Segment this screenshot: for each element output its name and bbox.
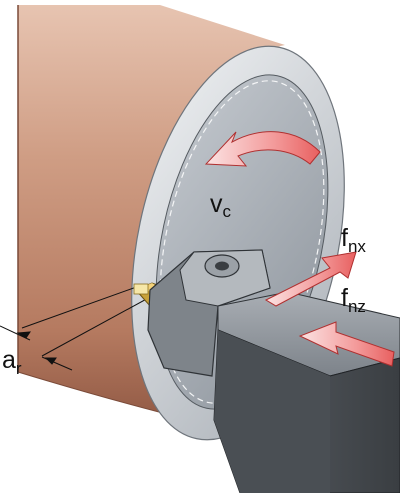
curved-arrow-icon [204, 131, 321, 167]
label-fnz: fnz [341, 284, 366, 316]
label-fnx: fnx [341, 224, 366, 256]
axial-feed-arrow [298, 321, 395, 367]
tool-holder-head [147, 249, 271, 377]
depth-dimension [0, 284, 153, 371]
label-ar: ar [2, 346, 22, 378]
tool-shank [213, 291, 400, 493]
radial-feed-arrow [264, 251, 357, 307]
straight-arrow-icon [264, 251, 357, 307]
label-vc: vc [210, 190, 232, 221]
straight-arrow-icon [298, 321, 395, 367]
torx-screw-icon [204, 254, 240, 278]
cutting-speed-arrow [204, 131, 321, 167]
